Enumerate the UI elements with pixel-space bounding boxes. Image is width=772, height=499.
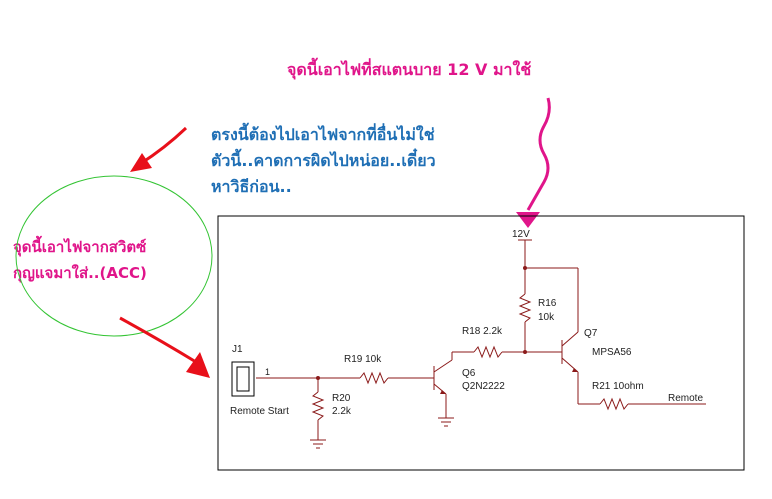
top-annotation: จุดนี้เอาไฟที่สแตนบาย 12 V มาใช้ [287,60,532,79]
middle-annotation-line-1: ตรงนี้ต้องไปเอาไฟจากที่อื่นไม่ใช่ [211,125,435,144]
j1-name: Remote Start [230,406,289,417]
left-annotation-line-2: กุญแจมาใส่..(ACC) [13,264,147,282]
j1-connector [231,361,255,397]
r18-resistor [473,345,503,359]
left-annotation-line-1: จุดนี้เอาไฟจากสวิตซ์ [13,238,147,256]
q6-part: Q2N2222 [462,381,505,392]
highlight-ellipse [15,175,213,337]
r16-label: R16 [538,298,557,309]
j1-pin-label: 1 [265,367,270,377]
r20-resistor [311,391,325,421]
red-arrow-lower [119,316,210,378]
output-label: Remote [668,393,703,404]
left-annotation: จุดนี้เอาไฟจากสวิตซ์ กุญแจมาใส่..(ACC) [13,234,147,286]
middle-annotation-line-2: ตัวนี้..คาดการผิดไปหน่อย..เดี๋ยว [211,151,436,170]
magenta-arrow [516,97,551,228]
r21-resistor [599,397,629,411]
q7-part: MPSA56 [592,347,632,358]
r16-resistor [518,293,532,323]
r18-label: R18 2.2k [462,326,503,337]
j1-label: J1 [232,344,243,355]
r16-value: 10k [538,312,555,323]
r20-label: R20 [332,393,351,404]
schematic-frame [217,215,745,471]
r19-resistor [359,371,389,385]
r19-label: R19 10k [344,354,382,365]
supply-label: 12V [512,229,530,240]
r20-value: 2.2k [332,406,352,417]
q7-label: Q7 [584,328,598,339]
q6-label: Q6 [462,368,476,379]
r21-label: R21 10ohm [592,381,644,392]
middle-annotation: ตรงนี้ต้องไปเอาไฟจากที่อื่นไม่ใช่ ตัวนี้… [211,122,436,200]
red-arrow-upper [130,126,188,172]
middle-annotation-line-3: หาวิธีก่อน.. [211,177,292,196]
